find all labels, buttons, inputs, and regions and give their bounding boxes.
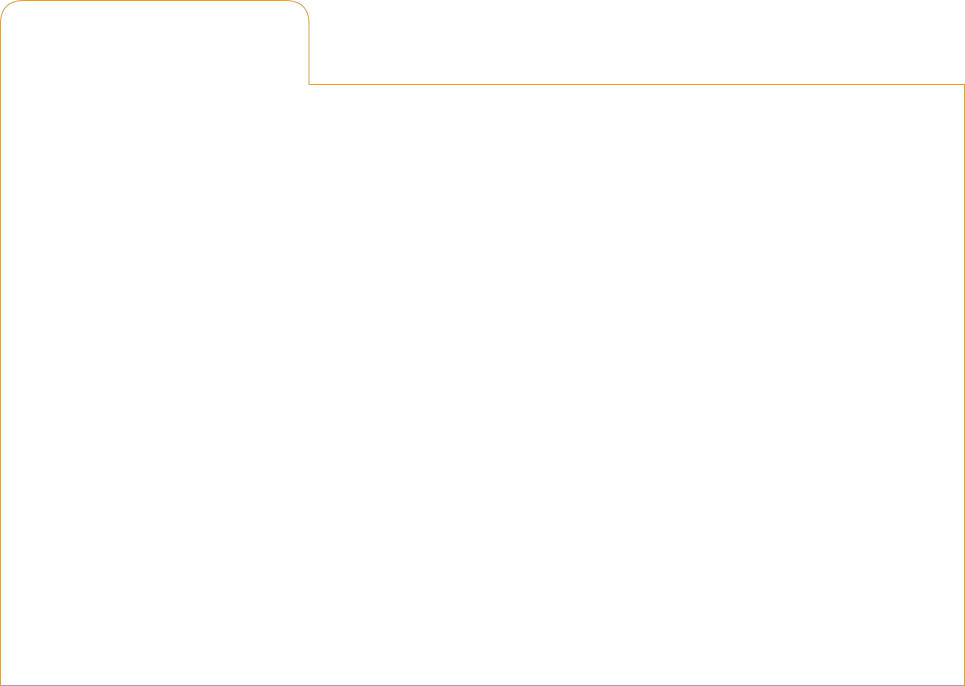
folder-outline: [0, 0, 965, 686]
folder-outline-diagram: [0, 0, 965, 686]
